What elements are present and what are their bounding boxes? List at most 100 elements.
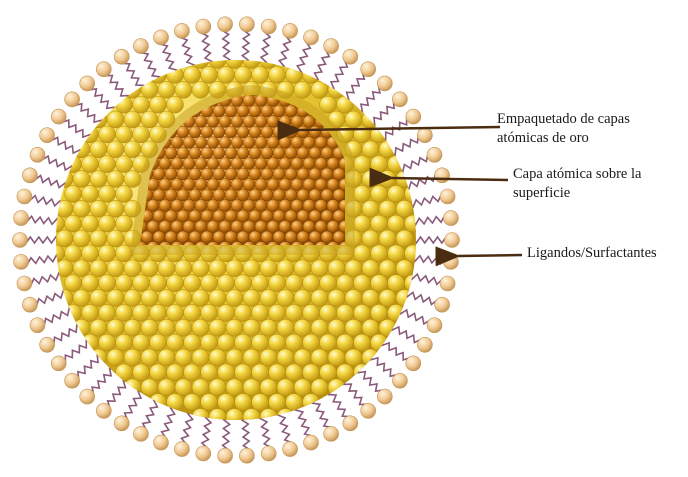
shell-atom (90, 230, 107, 247)
shell-atom (99, 126, 116, 143)
shell-atom (116, 245, 133, 262)
ligand-tail (371, 352, 398, 376)
ligand-head (417, 128, 432, 143)
shell-atom (73, 290, 90, 307)
ligand-tail (260, 32, 270, 66)
shell-atom (107, 260, 124, 277)
shell-atom (141, 81, 158, 98)
ligand-head (435, 168, 450, 183)
ligand-tail (344, 377, 367, 404)
shell-atom (192, 349, 209, 366)
shell-atom (243, 290, 260, 307)
core-atom (261, 168, 273, 180)
core-atom (297, 189, 309, 201)
shell-atom (294, 319, 311, 336)
core-atom (225, 189, 237, 201)
shell-atom (362, 171, 379, 188)
core-atom (165, 189, 177, 201)
shell-atom (82, 185, 99, 202)
shell-atom (243, 319, 260, 336)
core-atom (309, 231, 321, 243)
shell-atom (226, 290, 243, 307)
shell-atom (235, 275, 252, 292)
shell-atom (192, 260, 209, 277)
ligand-head (14, 254, 29, 269)
ligand-tail (125, 391, 146, 420)
core-atom (177, 147, 189, 159)
ligand-head (51, 356, 66, 371)
shell-atom (158, 260, 175, 277)
shell-atom (362, 290, 379, 307)
label-surface-line1: Capa atómica sobre la (513, 165, 641, 184)
shell-atom (107, 349, 124, 366)
shell-atom (124, 260, 141, 277)
ligand-tail (181, 38, 194, 71)
shell-atom (243, 260, 260, 277)
core-atom (189, 168, 201, 180)
ligand-tail (30, 196, 63, 208)
shell-atom (337, 96, 354, 113)
shell-atom (209, 260, 226, 277)
core-atom (225, 210, 237, 222)
ligand-tail (355, 86, 380, 112)
core-atom (279, 179, 291, 191)
ligand-head (196, 19, 211, 34)
shell-atom (90, 349, 107, 366)
ligand-tail (409, 273, 442, 285)
ligand-head (218, 17, 233, 32)
shell-atom (226, 379, 243, 396)
core-atom (189, 189, 201, 201)
core-atom (273, 147, 285, 159)
shell-atom (260, 319, 277, 336)
shell-atom (184, 394, 201, 411)
core-atom (165, 210, 177, 222)
core-atom (291, 137, 303, 149)
shell-atom (260, 290, 277, 307)
ligand-tail (399, 307, 430, 324)
shell-atom (328, 290, 345, 307)
ligand-tail (201, 33, 212, 67)
core-atom (207, 116, 219, 128)
shell-atom (192, 319, 209, 336)
ligand-head (361, 403, 376, 418)
shell-atom (184, 364, 201, 381)
core-atom (153, 168, 165, 180)
shell-atom (150, 275, 167, 292)
shell-atom (192, 52, 209, 69)
shell-atom (124, 319, 141, 336)
core-atom (303, 221, 315, 233)
core-atom (153, 210, 165, 222)
shell-atom (201, 66, 218, 83)
core-atom (207, 200, 219, 212)
ligand-tail (341, 72, 364, 99)
ligand-head (304, 435, 319, 450)
shell-atom (235, 364, 252, 381)
shell-atom (311, 379, 328, 396)
core-atom (147, 221, 159, 233)
shell-atom (158, 349, 175, 366)
core-atom (153, 189, 165, 201)
ligand-head (343, 416, 358, 431)
core-atom (195, 116, 207, 128)
shell-atom (362, 200, 379, 217)
shell-atom (337, 364, 354, 381)
shell-atom (184, 275, 201, 292)
ligand-head (406, 356, 421, 371)
ligand-head (377, 76, 392, 91)
ligand-tail (277, 36, 290, 69)
shell-atom (218, 364, 235, 381)
core-atom (225, 147, 237, 159)
ligand-head (377, 389, 392, 404)
shell-atom (116, 304, 133, 321)
shell-atom (107, 230, 124, 247)
shell-atom (73, 200, 90, 217)
shell-atom (209, 52, 226, 69)
shell-atom (99, 215, 116, 232)
ligand-tail (358, 366, 383, 392)
core-atom (225, 105, 237, 117)
core-atom (165, 168, 177, 180)
core-atom (291, 158, 303, 170)
label-core-line2: atómicas de oro (497, 129, 630, 148)
ligand-head (30, 147, 45, 162)
shell-atom (235, 394, 252, 411)
